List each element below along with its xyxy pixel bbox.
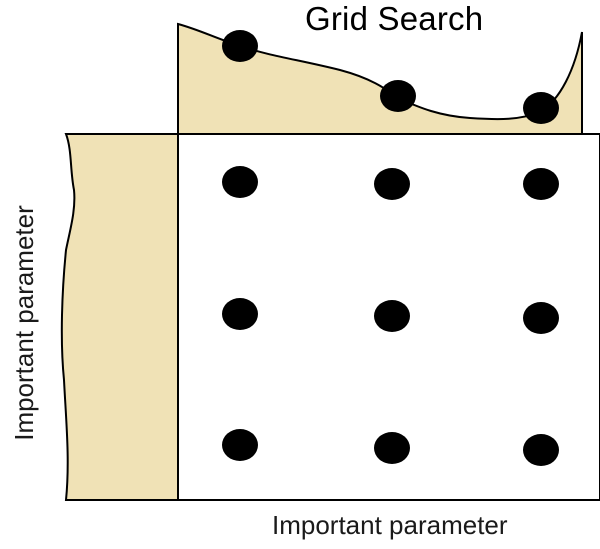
grid-point-r3c3 xyxy=(523,434,559,466)
diagram-title: Grid Search xyxy=(305,0,484,37)
top-projection-point-1 xyxy=(222,30,258,62)
grid-point-r1c1 xyxy=(222,166,258,198)
grid-point-r1c2 xyxy=(374,168,410,200)
grid-point-r1c3 xyxy=(523,168,559,200)
grid-point-r2c2 xyxy=(374,300,410,332)
y-axis-label: Important parameter xyxy=(9,205,39,441)
top-projection-point-2 xyxy=(380,80,416,112)
x-axis-label: Important parameter xyxy=(272,510,508,540)
grid-point-r2c3 xyxy=(523,302,559,334)
grid-point-r2c1 xyxy=(222,298,258,330)
grid-point-r3c1 xyxy=(222,429,258,461)
grid-point-r3c2 xyxy=(374,432,410,464)
left-marginal-distribution xyxy=(60,133,179,501)
top-projection-point-3 xyxy=(523,92,559,124)
